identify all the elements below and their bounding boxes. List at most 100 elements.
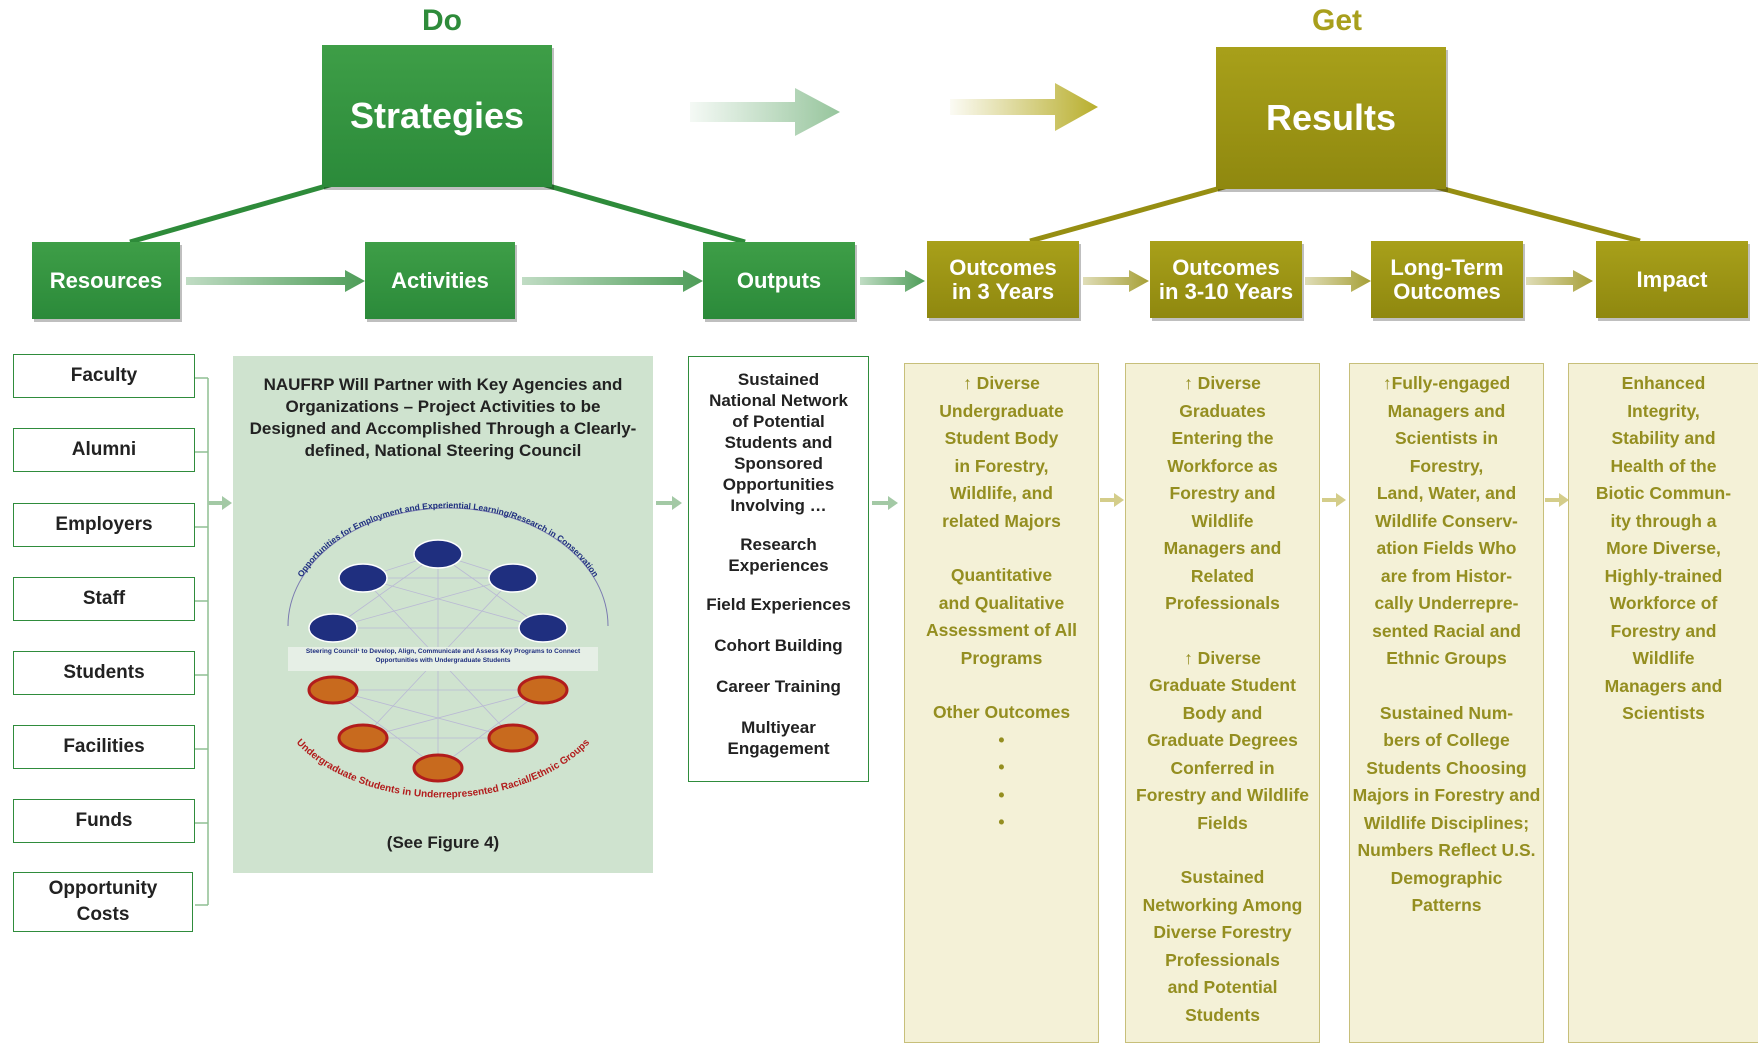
outcome-line: Fields [1197, 812, 1248, 833]
outcome-line: Workforce as [1167, 455, 1278, 476]
bullet-dot: • [998, 812, 1005, 832]
outcome-line: Undergraduate [939, 400, 1064, 421]
outcome-line: ↑Fully-engaged [1382, 373, 1511, 393]
flow-arrow-olive [950, 83, 1098, 131]
outcome-line: Health of the [1610, 455, 1717, 476]
impact-column: Enhanced Integrity, Stability and Health… [1568, 363, 1758, 1043]
outcome-line: Biotic Commun- [1595, 483, 1732, 503]
output-line: Engagement [727, 739, 830, 758]
resource-opportunity-costs: Opportunity Costs [13, 872, 193, 932]
stage-activities: Activities [365, 242, 515, 319]
outcome-line: Assessment of All [925, 620, 1078, 640]
output-line: National Network [709, 391, 848, 410]
outcome-line: Highly-trained [1604, 565, 1723, 586]
steering-council-text: Steering Council¹ to Develop, Align, Com… [305, 648, 581, 664]
outcome-line: Managers and [1387, 400, 1506, 421]
outcome-line: Integrity, [1627, 400, 1700, 421]
outcome-line: bers of College [1383, 730, 1510, 750]
resource-label: Facilities [63, 736, 145, 757]
output-line: Career Training [716, 677, 841, 696]
outcome-line: Land, Water, and [1376, 483, 1517, 503]
outcome-line: are from Histor- [1380, 565, 1513, 586]
bullet-dot: • [998, 729, 1005, 750]
outcome-line: Numbers Reflect U.S. [1357, 840, 1536, 860]
resource-funds: Funds [13, 799, 195, 843]
outcome-line: Professionals [1165, 593, 1280, 613]
outcome-line: Graduates [1179, 400, 1266, 421]
resource-faculty: Faculty [13, 354, 195, 398]
stage-long-term: Long-Term Outcomes [1371, 241, 1523, 318]
stage-impact: Impact [1596, 241, 1748, 318]
output-line: Experiences [728, 556, 829, 575]
outcome-line: ity through a [1610, 510, 1717, 531]
bullet-dot: • [998, 784, 1005, 805]
outcome-line: Forestry, [1409, 455, 1484, 476]
output-line: Sponsored [734, 454, 823, 473]
outcomes-3-column: ↑ Diverse Undergraduate Student Body in … [904, 363, 1099, 1043]
outcome-line: Forestry and [1610, 620, 1717, 641]
output-line: Sustained [737, 370, 820, 389]
do-label: Do [422, 4, 462, 37]
outcomes-3-10-column: ↑ Diverse Graduates Entering the Workfor… [1125, 363, 1320, 1043]
outcome-line: Demographic [1390, 867, 1503, 888]
outcome-line: Forestry and [1169, 483, 1276, 503]
stage-outputs: Outputs [703, 242, 855, 319]
output-line: Involving … [730, 496, 827, 515]
outcome-line: Graduate Student [1149, 675, 1296, 695]
outcome-line: Diverse Forestry [1153, 922, 1292, 942]
flow-arrow-green [690, 88, 840, 136]
resource-staff: Staff [13, 577, 195, 621]
figure-reference: (See Figure 4) [386, 833, 500, 852]
outcome-line: Professionals [1165, 949, 1280, 970]
stage-outcomes-3-10: Outcomes in 3-10 Years [1150, 241, 1302, 318]
stage-outcomes-3: Outcomes in 3 Years [927, 241, 1079, 318]
outcome-line: in Forestry, [954, 455, 1049, 476]
resource-label: Faculty [70, 365, 138, 386]
outcome-line: Enhanced [1621, 373, 1706, 393]
stage-resources: Resources [32, 242, 180, 319]
outputs-box: Sustained National Network of Potential … [688, 356, 869, 782]
outcome-line: Students [1185, 1004, 1260, 1025]
activities-heading: NAUFRP Will Partner with Key Agencies an… [249, 375, 637, 460]
stage-outcomes-3-line2: in 3 Years [951, 278, 1055, 304]
outcome-line: cally Underrepre- [1374, 593, 1519, 613]
stage-outputs-label: Outputs [736, 267, 822, 293]
outcome-line: Ethnic Groups [1386, 648, 1507, 668]
output-line: Field Experiences [706, 595, 851, 614]
results-box: Results [1216, 47, 1446, 189]
outcome-line: sented Racial and [1372, 620, 1521, 641]
outcome-line: Patterns [1411, 895, 1482, 915]
output-line: Multiyear [741, 718, 816, 737]
resource-employers: Employers [13, 503, 195, 547]
strategies-label: Strategies [349, 95, 525, 136]
resource-label: Opportunity Costs [48, 878, 158, 925]
outcome-line: Wildlife Disciplines; [1363, 812, 1530, 833]
resource-label: Students [63, 662, 145, 683]
resource-label: Alumni [71, 439, 137, 460]
outcome-line: Quantitative [950, 565, 1053, 585]
steering-council-figure: Opportunities for Employment and Experie… [287, 500, 609, 801]
stage-activities-label: Activities [391, 267, 489, 293]
outcome-line: ↑ Diverse [963, 373, 1040, 393]
long-term-column: ↑Fully-engaged Managers and Scientists i… [1349, 363, 1544, 1043]
outcome-line: Majors in Forestry and [1352, 785, 1541, 805]
outcome-line: Programs [960, 647, 1043, 668]
resource-alumni: Alumni [13, 428, 195, 472]
outcome-line: Related [1190, 565, 1255, 586]
outcome-line: Wildlife [1191, 510, 1254, 531]
outcome-line: ↑ Diverse [1184, 373, 1261, 393]
outcome-line: Conferred in [1170, 757, 1275, 778]
outcome-line: ↑ Diverse [1184, 647, 1261, 668]
outcome-line: More Diverse, [1606, 538, 1721, 558]
outcome-line: Sustained Num- [1379, 702, 1514, 723]
resource-label: Employers [55, 514, 153, 535]
outcome-line: Scientists [1622, 703, 1705, 723]
outcome-line: Sustained [1180, 867, 1265, 887]
outcome-line: ation Fields Who [1376, 538, 1517, 558]
resource-facilities: Facilities [13, 725, 195, 769]
outcome-line: Graduate Degrees [1147, 730, 1298, 750]
output-line: Cohort Building [714, 636, 843, 655]
get-label: Get [1311, 4, 1362, 37]
outcome-line: Managers and [1604, 675, 1723, 696]
